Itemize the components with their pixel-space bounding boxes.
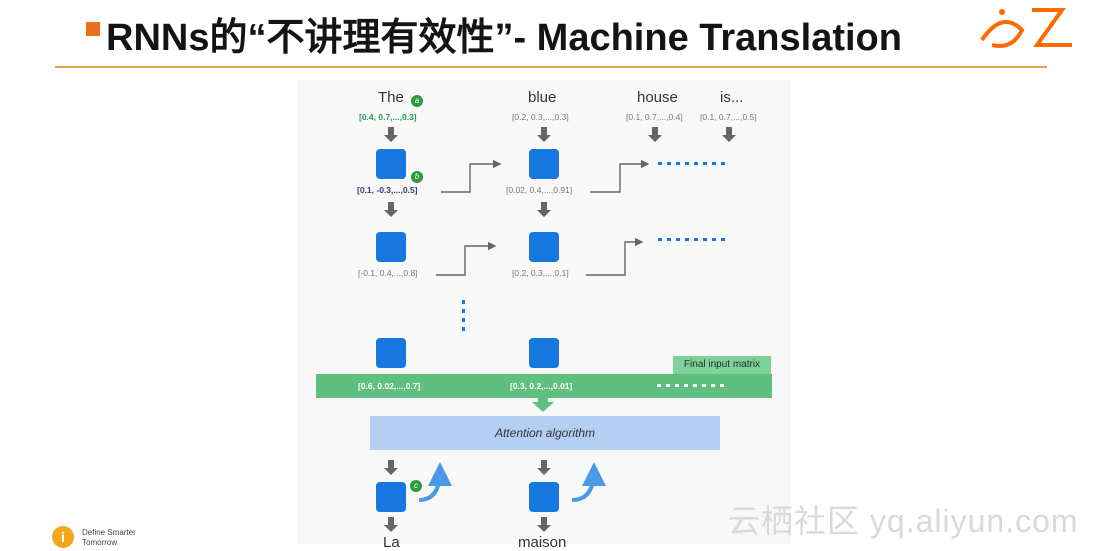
hidden-vector: [-0.1, 0.4,...,0.8] [358,268,418,278]
final-vector: [0.3, 0.2,...,0.01] [510,381,573,391]
final-vector: [0.6, 0.02,...,0.7] [358,381,421,391]
watermark: 云栖社区 yq.aliyun.com [728,503,1079,539]
final-dots [657,384,727,387]
rnn-node [529,338,559,368]
decoder-node [529,482,559,512]
brand-logo-icon [980,8,1072,48]
vector-blue: [0.2, 0.3,...,0.3] [512,112,569,122]
word-blue: blue [528,89,557,106]
rnn-node [376,149,406,179]
word-the: The [378,89,404,106]
rnn-node [529,232,559,262]
decoder-node [376,482,406,512]
rnn-node [376,232,406,262]
info-icon: i [52,526,74,548]
badge-c: c [410,480,422,492]
slide-title: RNNs的“不讲理有效性”- Machine Translation [106,17,902,59]
hidden-vector: [0.1, -0.3,...,0.5] [357,185,418,195]
hidden-vector: [0.2, 0.3,...,0.1] [512,268,569,278]
title-divider [55,66,1047,68]
output-word-maison: maison [518,534,567,551]
word-house: house [637,89,678,106]
title-bullet [86,22,100,36]
brand-text: Define Smarter Tomorrow [82,528,136,547]
hidden-vector: [0.02, 0.4,...,0.91] [506,185,573,195]
badge-b: b [411,171,423,183]
rnn-node [529,149,559,179]
vector-is: [0.1, 0.7,...,0.5] [700,112,757,122]
badge-a: a [411,95,423,107]
word-is: is... [720,89,744,106]
vector-the: [0.4, 0.7,...,0.3] [359,112,417,122]
final-input-label: Final input matrix [673,356,771,374]
output-word-la: La [383,534,400,551]
vector-house: [0.1, 0.7,...,0.4] [626,112,683,122]
rnn-node [376,338,406,368]
attention-box: Attention algorithm [370,416,720,450]
